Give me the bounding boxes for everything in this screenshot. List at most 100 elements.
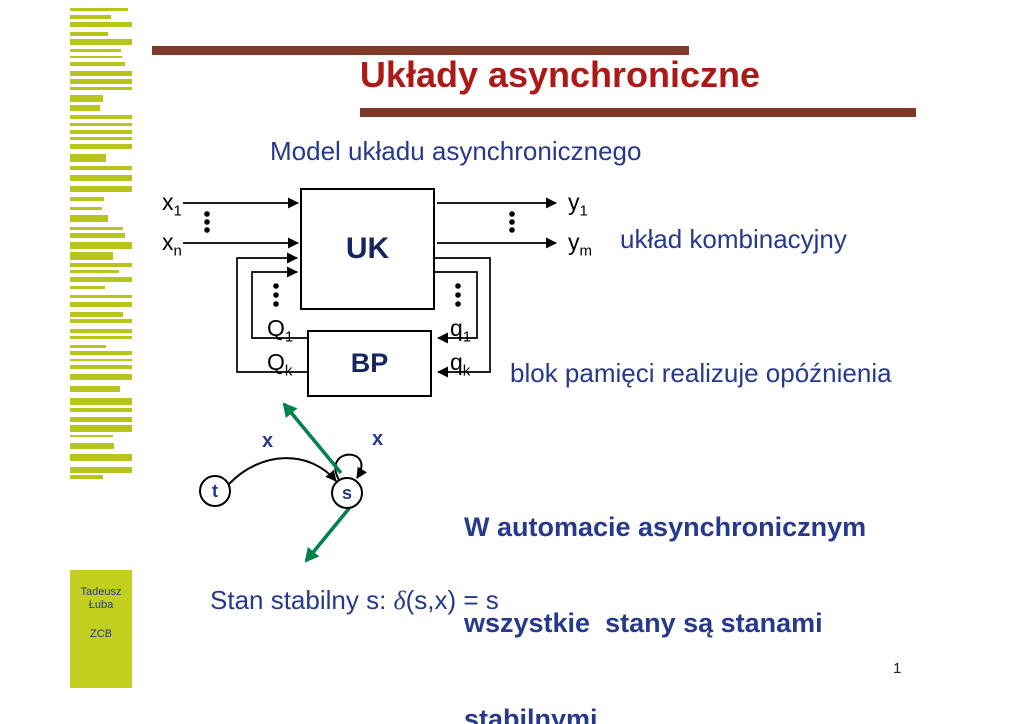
barcode-bar bbox=[70, 56, 123, 58]
edge-label-t-to-s: x bbox=[262, 430, 274, 452]
uk-block: UK bbox=[300, 188, 435, 310]
signal-sub: 1 bbox=[284, 328, 294, 346]
barcode-bar bbox=[70, 336, 132, 339]
input-label-xn: xn bbox=[162, 229, 182, 260]
signal-sub: k bbox=[462, 362, 471, 380]
barcode-bar bbox=[70, 8, 129, 11]
barcode-bar bbox=[70, 123, 132, 126]
barcode-bar bbox=[70, 467, 132, 473]
statement-line: W automacie asynchronicznym bbox=[464, 512, 867, 542]
barcode-bar bbox=[70, 386, 120, 392]
signal-sub: k bbox=[284, 362, 293, 380]
signal-lines bbox=[183, 197, 557, 378]
state-node-label: s bbox=[341, 482, 352, 503]
barcode-bar bbox=[70, 277, 132, 282]
barcode-bar bbox=[70, 115, 132, 119]
delta-symbol: δ bbox=[393, 586, 406, 615]
ellipsis-dots bbox=[204, 211, 515, 307]
signal-sub: n bbox=[173, 242, 182, 260]
org-label: ZCB bbox=[90, 628, 112, 640]
signal-base: q bbox=[450, 315, 463, 341]
barcode-bar bbox=[70, 319, 132, 323]
signal-base: Q bbox=[267, 349, 285, 375]
barcode-bar bbox=[70, 295, 132, 298]
barcode-bar bbox=[70, 227, 124, 230]
signal-base: q bbox=[450, 349, 463, 375]
barcode-bar bbox=[70, 137, 132, 140]
title-divider-bottom bbox=[360, 108, 916, 117]
bp-label: BP bbox=[350, 348, 389, 378]
barcode-bar bbox=[70, 144, 132, 149]
barcode-bar bbox=[70, 312, 124, 317]
formula-suffix: (s,x) = s bbox=[405, 585, 499, 615]
bp-block: BP bbox=[307, 330, 432, 397]
barcode-bar bbox=[70, 233, 125, 238]
state-edges bbox=[228, 453, 367, 485]
barcode-bar bbox=[70, 39, 132, 45]
title-divider-top bbox=[152, 46, 689, 55]
barcode-bar bbox=[70, 374, 132, 380]
barcode-strip bbox=[70, 8, 132, 568]
edge-label-self-loop: x bbox=[372, 428, 384, 450]
signal-base: y bbox=[568, 229, 580, 255]
signal-sub: 1 bbox=[462, 328, 472, 346]
feedback-label-qk: qk bbox=[450, 349, 470, 380]
barcode-bar bbox=[70, 197, 105, 201]
barcode-bar bbox=[70, 175, 132, 181]
statement-line: wszystkie stany są stanami bbox=[464, 608, 823, 638]
state-node-s: s bbox=[331, 477, 363, 509]
stable-state-formula: Stan stabilny s: δ(s,x) = s bbox=[210, 585, 499, 616]
barcode-bar bbox=[70, 130, 132, 134]
barcode-bar bbox=[70, 252, 114, 260]
barcode-bar bbox=[70, 286, 105, 289]
barcode-bar bbox=[70, 79, 132, 84]
barcode-bar bbox=[70, 263, 132, 267]
barcode-bar bbox=[70, 345, 106, 348]
output-label-ym: ym bbox=[568, 229, 592, 260]
feedback-label-Q1: Q1 bbox=[267, 315, 293, 346]
barcode-bar bbox=[70, 242, 132, 249]
page-number: 1 bbox=[893, 660, 902, 677]
signal-sub: m bbox=[579, 242, 593, 260]
signal-sub: 1 bbox=[579, 202, 588, 220]
arrow-to-formula bbox=[304, 504, 353, 563]
barcode-bar bbox=[70, 443, 115, 449]
barcode-bar bbox=[70, 207, 102, 210]
output-label-y1: y1 bbox=[568, 189, 588, 220]
barcode-bar bbox=[70, 15, 111, 19]
edge-t-to-s bbox=[228, 457, 337, 485]
barcode-bar bbox=[70, 329, 132, 333]
barcode-bar bbox=[70, 475, 104, 479]
barcode-bar bbox=[70, 302, 132, 307]
barcode-bar bbox=[70, 454, 132, 461]
author-box: Tadeusz Łuba ZCB bbox=[70, 570, 132, 688]
uk-caption: układ kombinacyjny bbox=[620, 224, 847, 254]
formula-prefix: Stan stabilny s: bbox=[210, 585, 394, 615]
bp-caption: blok pamięci realizuje opóźnienia bbox=[510, 358, 892, 388]
barcode-bar bbox=[70, 270, 119, 273]
author-name-line2: Łuba bbox=[88, 599, 114, 611]
uk-label: UK bbox=[345, 232, 390, 265]
barcode-bar bbox=[70, 186, 132, 192]
signal-base: x bbox=[162, 189, 174, 215]
barcode-bar bbox=[70, 154, 106, 162]
state-node-label: t bbox=[212, 480, 218, 501]
feedback-label-q1: q1 bbox=[450, 315, 471, 346]
statement-line: stabilnymi bbox=[464, 704, 598, 724]
state-node-t: t bbox=[199, 475, 231, 507]
barcode-bar bbox=[70, 49, 122, 52]
barcode-bar bbox=[70, 71, 132, 76]
barcode-bar bbox=[70, 351, 132, 355]
green-arrows bbox=[282, 402, 353, 563]
barcode-bar bbox=[70, 365, 132, 369]
arrow-to-bp bbox=[282, 402, 343, 475]
self-loop-edge bbox=[334, 453, 367, 481]
statement-text: W automacie asynchronicznym wszystkie st… bbox=[464, 447, 866, 724]
signal-base: y bbox=[568, 189, 580, 215]
barcode-bar bbox=[70, 62, 126, 66]
input-label-x1: x1 bbox=[162, 189, 182, 220]
signal-base: x bbox=[162, 229, 174, 255]
slide-subtitle: Model układu asynchronicznego bbox=[270, 136, 642, 166]
